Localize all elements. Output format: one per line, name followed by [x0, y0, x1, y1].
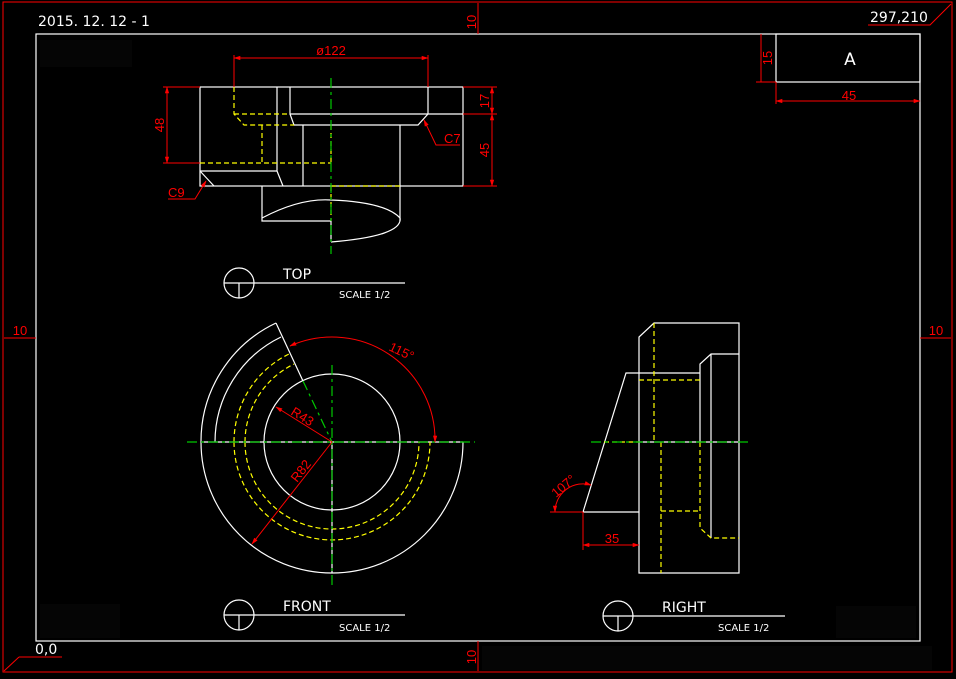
dim-outer-radius: R82	[288, 457, 315, 485]
svg-text:10: 10	[929, 323, 943, 338]
dim-chamfer-left: C9	[168, 185, 185, 200]
title-block-letter: A	[844, 50, 856, 70]
view-label-top: TOP SCALE 1/2	[223, 267, 405, 301]
title-block: A 15 45	[756, 33, 921, 104]
dim-angle-right: 107°	[548, 472, 578, 501]
svg-text:RIGHT: RIGHT	[662, 600, 706, 616]
view-label-right: RIGHT SCALE 1/2	[602, 600, 785, 634]
drawing-id: 2015. 12. 12 - 1	[38, 14, 150, 30]
dim-height-top: 17	[477, 94, 492, 108]
margin-dim-bottom: 10	[464, 641, 479, 671]
sheet-size-label: 297,210	[870, 10, 928, 26]
right-view[interactable]: 107° 35 RIGHT SCALE 1/2	[548, 322, 785, 634]
title-width-dim: 45	[842, 88, 856, 103]
origin-marker: 0,0	[3, 642, 62, 672]
masked-area	[40, 604, 120, 638]
dim-inner-radius: R43	[288, 404, 316, 429]
margin-dim-top: 10	[464, 3, 479, 34]
svg-text:10: 10	[464, 650, 479, 664]
masked-area	[482, 646, 932, 670]
dim-offset: 35	[605, 531, 619, 546]
drawing-frame	[35, 33, 921, 642]
margin-dim-left: 10	[4, 323, 36, 339]
dim-diameter: ø122	[316, 43, 346, 58]
title-height-dim: 15	[760, 51, 775, 65]
svg-text:FRONT: FRONT	[283, 599, 331, 615]
svg-text:TOP: TOP	[282, 267, 311, 283]
svg-text:10: 10	[13, 323, 27, 338]
front-view[interactable]: 115° R43 R82 FRONT SCALE 1/2	[187, 322, 475, 634]
masked-area	[836, 606, 916, 638]
svg-text:10: 10	[464, 15, 479, 29]
dim-angle: 115°	[387, 339, 417, 364]
view-label-front: FRONT SCALE 1/2	[223, 599, 405, 634]
dim-height-bottom: 45	[477, 143, 492, 157]
top-view[interactable]: ø122 48 17 45 C7 C9 TOP SCALE 1/2	[152, 43, 497, 301]
dim-height-left: 48	[152, 118, 167, 132]
origin-label: 0,0	[35, 642, 57, 658]
masked-area	[40, 40, 132, 67]
dim-chamfer-right: C7	[444, 131, 461, 146]
svg-text:SCALE 1/2: SCALE 1/2	[718, 623, 769, 634]
sheet-size-marker: 297,210	[868, 3, 952, 26]
margin-dim-right: 10	[920, 323, 951, 339]
svg-text:SCALE 1/2: SCALE 1/2	[339, 623, 390, 634]
svg-text:SCALE 1/2: SCALE 1/2	[339, 290, 390, 301]
